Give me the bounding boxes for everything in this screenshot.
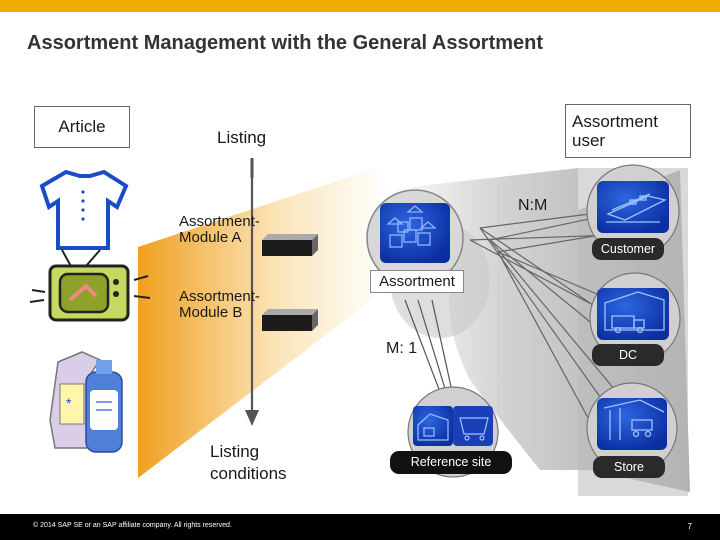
module-a-line2: Module A [179, 229, 242, 246]
dc-label: DC [592, 344, 664, 366]
television-icon [29, 249, 151, 322]
assortment-icon [366, 189, 464, 287]
module-a-bar [262, 234, 318, 256]
customer-label: Customer [592, 238, 664, 260]
listing-conditions-line2: conditions [210, 464, 287, 483]
article-label: Article [34, 106, 130, 148]
top-accent-bar [0, 0, 720, 12]
assortment-user-label: Assortment user [565, 104, 691, 158]
listing-conditions-label: Listing conditions [210, 441, 287, 485]
svg-text:*: * [66, 395, 72, 411]
m-to-1-label: M: 1 [386, 340, 418, 357]
module-b-line2: Module B [179, 304, 243, 321]
assortment-label: Assortment [370, 270, 464, 293]
store-icon [586, 382, 678, 474]
module-a-line1: Assortment- [179, 213, 260, 230]
footer-bar: © 2014 SAP SE or an SAP affiliate compan… [0, 514, 720, 540]
module-b-line1: Assortment- [179, 288, 260, 305]
listing-cone [138, 165, 385, 478]
n-to-m-label: N:M [518, 197, 548, 214]
page-title: Assortment Management with the General A… [27, 32, 544, 54]
module-a-label: Assortment- Module A [179, 214, 260, 246]
dc-icon [589, 272, 681, 364]
module-b-bar [262, 309, 318, 331]
module-b-label: Assortment- Module B [179, 289, 260, 321]
store-label: Store [593, 456, 665, 478]
listing-conditions-line1: Listing [210, 442, 260, 461]
page-number: 7 [687, 522, 692, 531]
n-to-m-lines [469, 204, 661, 441]
assortment-user-line1: Assortment [572, 112, 658, 131]
tshirt-icon [39, 169, 129, 250]
cleaning-products-icon: * [49, 351, 123, 453]
listing-label: Listing [217, 128, 267, 147]
customer-icon [586, 164, 680, 258]
reference-site-label: Reference site [390, 451, 512, 474]
copyright-text: © 2014 SAP SE or an SAP affiliate compan… [33, 522, 232, 529]
assortment-user-line2: user [572, 131, 606, 150]
